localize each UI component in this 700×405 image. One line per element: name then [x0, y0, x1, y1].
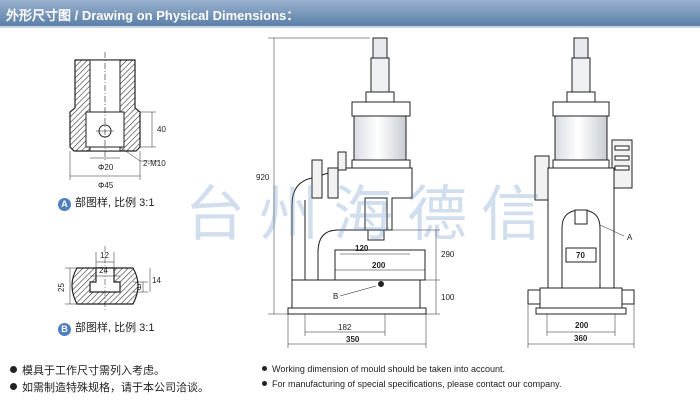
- dim-b-top: 12: [100, 251, 109, 260]
- front-label-a: A: [627, 233, 633, 242]
- note-en-1: Working dimension of mould should be tak…: [262, 364, 505, 374]
- front-view-drawing: [527, 37, 635, 315]
- dim-a-thread: 2-M10: [143, 159, 166, 168]
- detail-b-badge: B: [58, 323, 71, 336]
- header-bar: 外形尺寸图 / Drawing on Physical Dimensions：: [0, 0, 700, 26]
- dim-opening: 290: [441, 250, 455, 259]
- note-cn-2: 如需制造特殊规格，请于本公司洽谈。: [10, 379, 209, 395]
- dim-b-inner: 24: [99, 266, 108, 275]
- dim-front-w200: 200: [575, 321, 589, 330]
- detail-a-drawing: [69, 52, 160, 180]
- side-view-dim-lines: [268, 37, 440, 348]
- dim-front-w360: 360: [574, 334, 588, 343]
- side-view-drawing: [287, 37, 427, 315]
- detail-a-badge: A: [58, 198, 71, 211]
- front-view-dim-lines: [527, 224, 635, 348]
- dim-b-h-right-1: 9: [137, 283, 142, 292]
- note-cn-1: 模具于工作尺寸需列入考虑。: [10, 362, 165, 378]
- dim-w70: 70: [576, 251, 585, 260]
- detail-b-drawing: [65, 246, 151, 310]
- dim-a-outer: Φ45: [98, 181, 114, 190]
- dim-a-bore: Φ20: [98, 163, 114, 172]
- dim-total-height: 920: [256, 173, 270, 182]
- detail-a-caption-text: 部图样, 比例 3:1: [75, 197, 155, 209]
- detail-b-caption: B 部图样, 比例 3:1: [58, 319, 154, 336]
- dim-w182: 182: [338, 323, 352, 332]
- dim-w120: 120: [355, 244, 369, 253]
- detail-a-caption: A 部图样, 比例 3:1: [58, 194, 154, 211]
- dim-w200: 200: [372, 261, 386, 270]
- page-title: 外形尺寸图 / Drawing on Physical Dimensions：: [6, 8, 300, 23]
- side-label-b: B: [333, 292, 338, 301]
- dim-b-h-right-2: 14: [152, 276, 161, 285]
- detail-b-caption-text: 部图样, 比例 3:1: [75, 322, 155, 334]
- dim-a-height: 40: [157, 125, 166, 134]
- note-en-2: For manufacturing of special specificati…: [262, 379, 561, 389]
- dim-w350: 350: [346, 335, 360, 344]
- dim-table-height: 100: [441, 293, 455, 302]
- watermark-text: 台州海德信: [185, 180, 555, 250]
- header-divider: [0, 26, 700, 28]
- dim-b-h-left: 25: [57, 283, 66, 292]
